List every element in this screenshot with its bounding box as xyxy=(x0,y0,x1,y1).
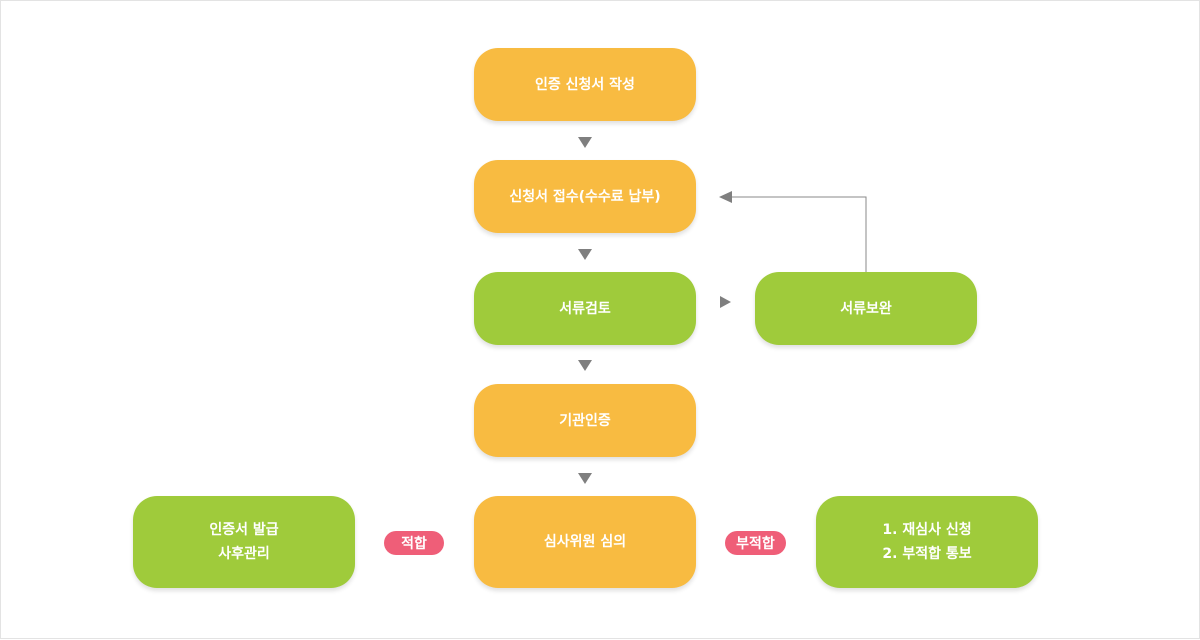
step-document-supplement: 서류보완 xyxy=(755,272,977,345)
step-agency-certification: 기관인증 xyxy=(474,384,696,457)
arrow-right-supplement xyxy=(720,296,731,308)
fail-badge: 부적합 xyxy=(725,531,786,555)
pass-badge-label: 적합 xyxy=(401,536,427,552)
arrow-down-1 xyxy=(578,137,592,148)
step-receive-application: 신청서 접수(수수료 납부) xyxy=(474,160,696,233)
step-committee-review: 심사위원 심의 xyxy=(474,496,696,588)
step-document-review: 서류검토 xyxy=(474,272,696,345)
step-document-review-label: 서류검토 xyxy=(559,300,611,317)
arrow-down-4 xyxy=(578,473,592,484)
step-committee-review-label: 심사위원 심의 xyxy=(543,534,627,550)
arrow-down-2 xyxy=(578,249,592,260)
pass-action-issue-certificate: 인증서 발급 xyxy=(209,522,279,538)
arrow-down-3 xyxy=(578,360,592,371)
arrow-left-return-head xyxy=(719,191,732,203)
pass-action-follow-up: 사후관리 xyxy=(218,546,270,562)
step-receive-application-label: 신청서 접수(수수료 납부) xyxy=(509,188,661,205)
step-agency-certification-label: 기관인증 xyxy=(559,412,611,429)
pass-actions-box: 인증서 발급 사후관리 xyxy=(133,496,355,588)
fail-actions-box: 1. 재심사 신청 2. 부적합 통보 xyxy=(816,496,1038,588)
fail-action-reapply: 1. 재심사 신청 xyxy=(882,522,972,538)
pass-badge: 적합 xyxy=(384,531,444,555)
fail-badge-label: 부적합 xyxy=(736,536,775,552)
step-write-application: 인증 신청서 작성 xyxy=(474,48,696,121)
fail-action-notify: 2. 부적합 통보 xyxy=(882,546,972,562)
step-write-application-label: 인증 신청서 작성 xyxy=(535,76,635,93)
step-document-supplement-label: 서류보완 xyxy=(840,300,892,317)
